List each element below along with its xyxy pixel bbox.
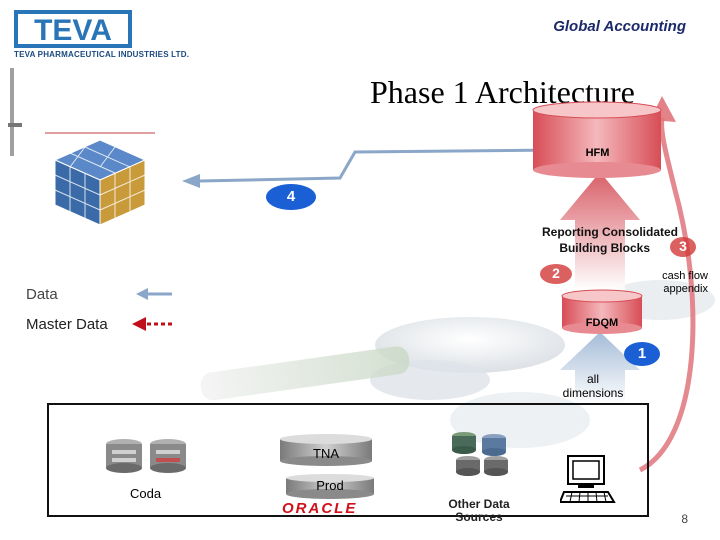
cashflow-line-1: cash flow [662,270,708,282]
other-sources-line-2: Sources [455,510,503,524]
reporting-label: Reporting Consolidated Building Blocks [500,224,678,256]
fdqm-to-hfm-arrow [560,172,640,290]
brand-label: Global Accounting [553,18,686,35]
step-4-text: 4 [286,188,296,205]
other-sources-label: Other Data Sources [436,498,522,524]
logo-subtitle: TEVA PHARMACEUTICAL INDUSTRIES LTD. [14,50,190,59]
computer-icon [560,455,616,503]
legend-master-data-label: Master Data [26,316,108,333]
hfm-to-cube-arrow [199,148,556,183]
curved-arrow [638,117,696,473]
cashflow-line-2: appendix [663,283,708,295]
sources-frame [47,403,649,517]
legend-data-label: Data [26,286,58,303]
tna-cylinder [280,434,372,466]
coda-label: Coda [130,486,162,501]
coda-databases-icon [106,439,186,473]
step-2-badge: 2 [540,264,572,284]
all-line-1: all [586,372,599,386]
reporting-line-2: Building Blocks [559,241,650,255]
logo-text: TEVA [34,14,112,47]
other-sources-databases-icon [452,432,508,476]
hfm-label: HFM [585,147,610,159]
fdqm-cylinder [561,289,643,334]
all-dimensions-label: all dimensions [548,372,638,400]
prod-cylinder [286,474,374,499]
reporting-line-1: Reporting Consolidated [542,225,678,239]
step-3-text: 3 [679,238,687,254]
oracle-logo: ORACLE [282,500,358,517]
step-2-text: 2 [552,265,560,281]
teva-logo: TEVA TEVA PHARMACEUTICAL INDUSTRIES LTD. [14,10,204,62]
side-decoration [8,68,22,156]
step-1-text: 1 [637,345,647,362]
step-3-badge: 3 [670,237,696,257]
all-line-2: dimensions [562,386,624,400]
fdqm-label: FDQM [585,317,619,329]
cube-icon [45,132,155,226]
prod-label: Prod [316,478,344,493]
hfm-cylinder [532,101,662,178]
step-1-badge: 1 [624,342,660,366]
page-number: 8 [681,512,688,526]
step-4-badge: 4 [266,184,316,210]
tna-label: TNA [313,446,339,461]
sources-to-fdqm-arrow [560,332,640,405]
other-sources-line-1: Other Data [448,497,510,511]
cashflow-label: cash flow appendix [630,270,708,296]
teva-logo-mark: TEVA [14,10,132,48]
